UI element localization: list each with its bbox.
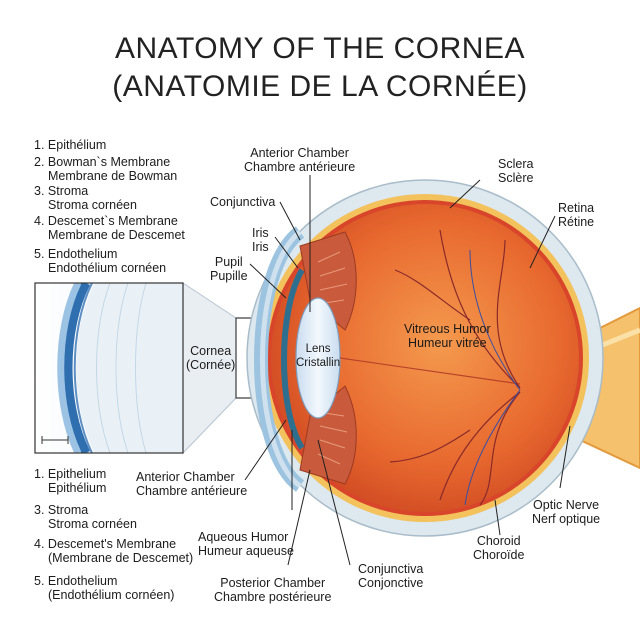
top-layer-5: 5. Endothelium Endothélium cornéen: [34, 247, 167, 275]
bottom-layer-1: 1. Epithelium Epithélium: [34, 467, 107, 495]
top-layer-3: 3. Stroma Stroma cornéen: [34, 184, 137, 212]
cornea-inset: [35, 283, 183, 453]
iris-lower: [299, 385, 357, 485]
inset-frame: [34, 282, 184, 454]
leader-lines: [244, 175, 571, 566]
iris-upper: [299, 231, 357, 331]
label-conjunctiva-top: Conjunctiva: [210, 195, 276, 209]
bottom-layer-5: 5. Endothelium (Endothélium cornéen): [34, 574, 175, 602]
diagram-title: ANATOMY OF THE CORNEA: [114, 32, 525, 65]
top-layer-2: 2. Bowman`s Membrane Membrane de Bowman: [34, 155, 178, 183]
bottom-layer-4: 4. Descemet's Membrane (Membrane de Desc…: [34, 537, 194, 565]
diagram-subtitle: (ANATOMIE DE LA CORNÉE): [112, 70, 528, 103]
label-cornea: Cornea(Cornée): [186, 344, 236, 372]
top-layer-4: 4. Descemet`s Membrane Membrane de Desce…: [34, 214, 185, 242]
retinal-vessels: [389, 229, 521, 506]
bottom-layer-3: 3. Stroma Stroma cornéen: [34, 503, 137, 531]
top-layer-1: 1. Epithélium: [34, 138, 107, 152]
